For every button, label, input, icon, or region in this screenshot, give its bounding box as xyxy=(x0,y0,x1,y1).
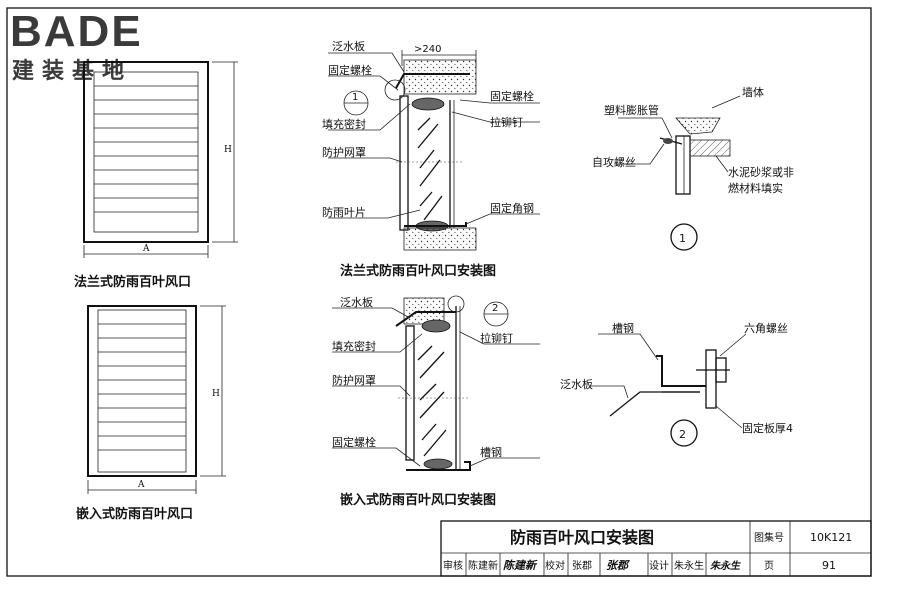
flange-front-view: A H 法兰式防雨百叶风口 xyxy=(74,61,238,290)
title-block: 防雨百叶风口安装图 图集号 10K121 页 91 审核 陈建新 陈建新 校对 … xyxy=(440,520,872,577)
svg-text:固定螺栓: 固定螺栓 xyxy=(332,435,376,449)
svg-text:自攻螺丝: 自攻螺丝 xyxy=(592,155,636,169)
svg-text:页: 页 xyxy=(764,560,774,572)
flange-view-title: 法兰式防雨百叶风口 xyxy=(74,274,191,290)
svg-text:墙体: 墙体 xyxy=(742,85,764,99)
svg-text:固定螺栓: 固定螺栓 xyxy=(490,89,534,103)
svg-text:朱永生: 朱永生 xyxy=(674,559,704,572)
svg-text:固定角钢: 固定角钢 xyxy=(490,201,534,215)
svg-text:拉铆钉: 拉铆钉 xyxy=(490,115,523,129)
svg-text:校对: 校对 xyxy=(545,559,565,572)
detail-1-number: 1 xyxy=(679,232,686,245)
dim-240-label: >240 xyxy=(414,44,441,55)
designer-signature: 朱永生 xyxy=(710,560,741,572)
svg-text:1: 1 xyxy=(352,92,358,103)
svg-text:固定螺栓: 固定螺栓 xyxy=(328,63,372,77)
page-number: 91 xyxy=(822,559,836,572)
svg-text:水泥砂浆或非: 水泥砂浆或非 xyxy=(728,165,794,179)
svg-text:拉铆钉: 拉铆钉 xyxy=(480,331,513,345)
rain-blades xyxy=(417,117,443,221)
svg-text:六角螺丝: 六角螺丝 xyxy=(744,322,788,335)
dim-h-label: H xyxy=(212,389,220,399)
flange-section-drawing: >240 1 泛水板 xyxy=(322,39,540,279)
svg-text:填充密封: 填充密封 xyxy=(332,339,376,353)
svg-text:槽钢: 槽钢 xyxy=(612,322,634,335)
logo: BADE 建装基地 xyxy=(10,7,143,84)
embedded-front-view: A H 嵌入式防雨百叶风口 xyxy=(76,305,226,522)
embedded-section-drawing: 2 泛水板 填充密封 防护网罩 固定螺栓 拉铆钉 槽钢 嵌入式防雨百叶风口安装图 xyxy=(332,295,540,508)
svg-text:防护网罩: 防护网罩 xyxy=(332,373,376,387)
dim-a-label: A xyxy=(137,480,145,490)
logo-subtitle: 建装基地 xyxy=(12,59,132,84)
louver-blades xyxy=(98,323,186,451)
svg-text:固定板厚4: 固定板厚4 xyxy=(742,421,793,435)
atlas-number: 10K121 xyxy=(810,531,852,544)
svg-text:填充密封: 填充密封 xyxy=(322,117,366,131)
embedded-section-title: 嵌入式防雨百叶风口安装图 xyxy=(340,492,496,508)
svg-text:图集号: 图集号 xyxy=(754,531,784,544)
detail-1: 塑料膨胀管 墙体 自攻螺丝 水泥砂浆或非 燃材料填实 1 xyxy=(592,85,794,251)
dim-a-label: A xyxy=(142,244,150,254)
rain-blades xyxy=(417,345,447,457)
svg-text:塑料膨胀管: 塑料膨胀管 xyxy=(604,103,659,117)
svg-text:审核: 审核 xyxy=(443,559,463,572)
svg-text:2: 2 xyxy=(492,303,498,314)
sheet-border xyxy=(6,7,872,577)
svg-text:防护网罩: 防护网罩 xyxy=(322,145,366,159)
svg-text:泛水板: 泛水板 xyxy=(340,295,373,309)
reviewer-signature: 陈建新 xyxy=(503,559,538,572)
logo-brand: BADE xyxy=(10,7,143,56)
detail-2-number: 2 xyxy=(679,428,686,441)
svg-text:陈建新: 陈建新 xyxy=(468,559,498,572)
detail-2: 槽钢 六角螺丝 泛水板 固定板厚4 2 xyxy=(560,322,793,447)
svg-text:泛水板: 泛水板 xyxy=(560,377,593,391)
louver-blades xyxy=(94,85,198,213)
embedded-view-title: 嵌入式防雨百叶风口 xyxy=(76,506,193,522)
dim-h-label: H xyxy=(224,145,232,155)
svg-text:槽钢: 槽钢 xyxy=(480,446,502,459)
svg-text:防雨叶片: 防雨叶片 xyxy=(322,205,366,219)
flange-section-title: 法兰式防雨百叶风口安装图 xyxy=(340,263,496,279)
svg-text:泛水板: 泛水板 xyxy=(332,39,365,53)
svg-text:设计: 设计 xyxy=(649,559,669,572)
checker-signature: 张郡 xyxy=(606,559,630,572)
drawing-title: 防雨百叶风口安装图 xyxy=(510,528,654,547)
svg-text:张郡: 张郡 xyxy=(572,560,592,572)
svg-text:燃材料填实: 燃材料填实 xyxy=(728,181,783,195)
